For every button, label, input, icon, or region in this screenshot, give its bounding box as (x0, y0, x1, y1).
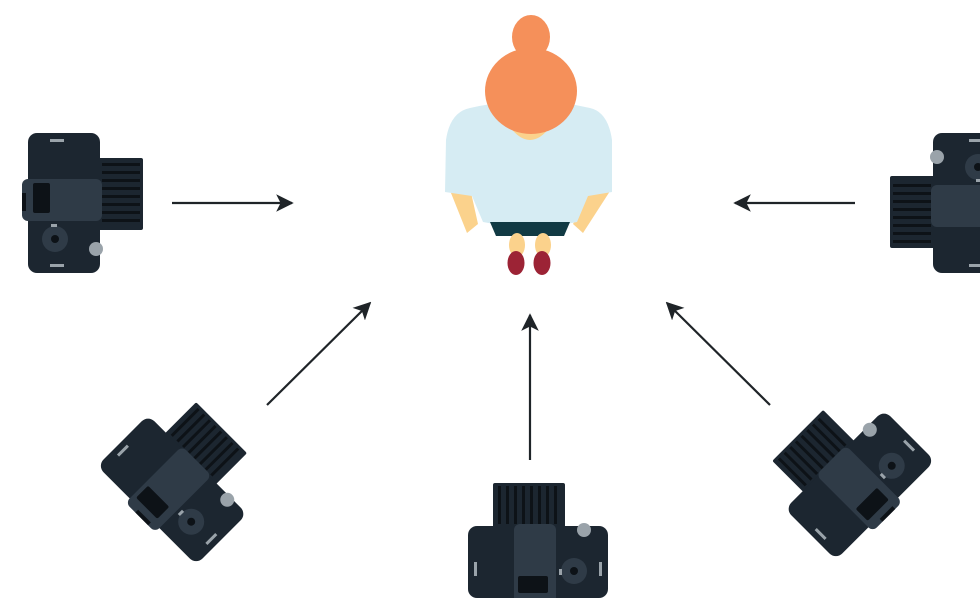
arrow-lower-right-camera (665, 301, 771, 406)
camera-right (890, 133, 980, 273)
person-top-view-icon (445, 15, 612, 275)
camera-icon (754, 379, 940, 565)
camera-icon (92, 384, 278, 570)
camera-bottom (468, 483, 608, 598)
arrows (172, 194, 855, 460)
camera-icon (890, 133, 980, 273)
camera-icon (468, 483, 608, 598)
camera-lower-right (754, 379, 940, 565)
arrow-lower-left-camera (266, 301, 372, 406)
camera-left (22, 133, 143, 273)
camera-lower-left (92, 384, 278, 570)
camera-icon (22, 133, 143, 273)
